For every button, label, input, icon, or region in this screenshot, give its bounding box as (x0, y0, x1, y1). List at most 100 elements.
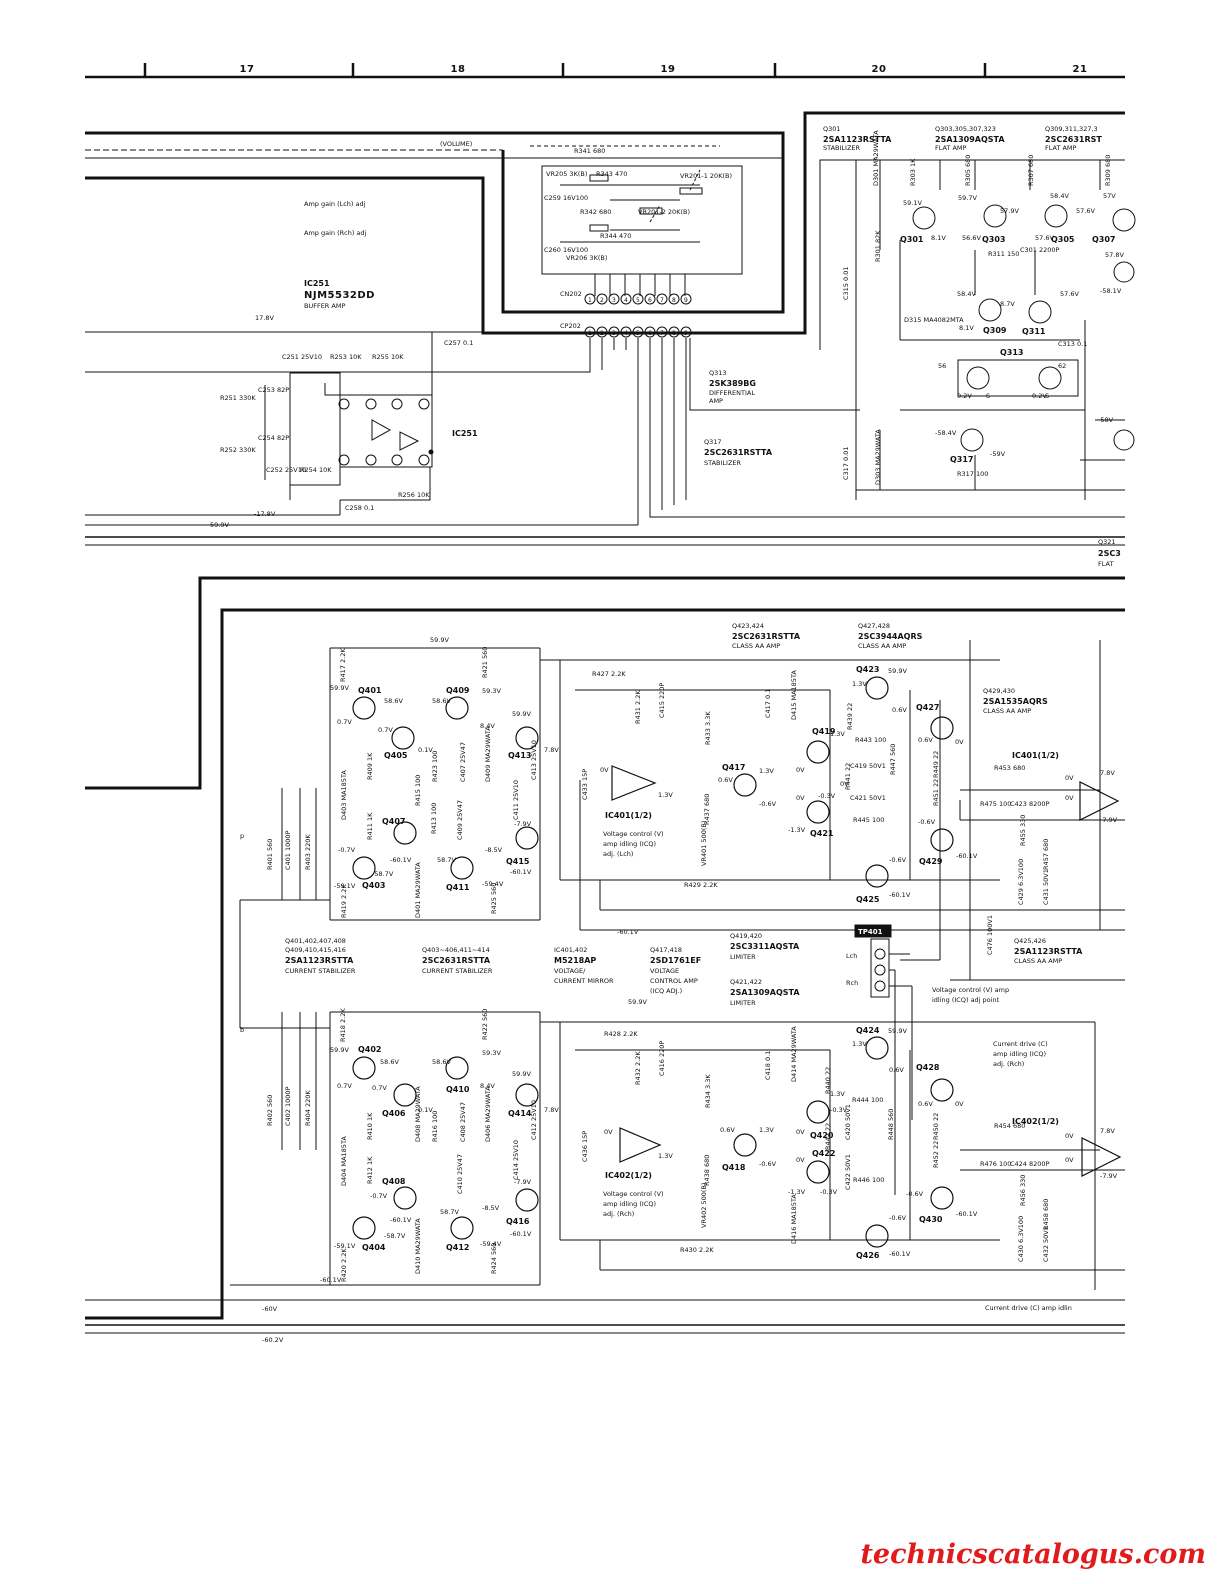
cd-note-2: amp idling (ICQ) (993, 1050, 1046, 1058)
svg-text:C258 0.1: C258 0.1 (345, 504, 374, 512)
svg-text:R438 680: R438 680 (703, 1155, 711, 1186)
svg-text:Q403: Q403 (362, 881, 386, 890)
svg-text:1.3V: 1.3V (759, 767, 774, 775)
svg-text:-60.1V: -60.1V (956, 852, 978, 860)
q423-id: Q423,424 (732, 622, 764, 630)
svg-text:6: 6 (648, 330, 652, 337)
svg-text:2SA1309AQSTA: 2SA1309AQSTA (730, 988, 800, 997)
tp401-block (854, 924, 912, 998)
svg-text:C430 6.3V100: C430 6.3V100 (1017, 1216, 1025, 1262)
svg-text:D315 MA4082MTA: D315 MA4082MTA (904, 316, 964, 324)
svg-text:R451 22: R451 22 (932, 779, 940, 806)
svg-text:LIMITER: LIMITER (730, 953, 756, 961)
svg-text:C260 16V100: C260 16V100 (544, 246, 588, 254)
q317-role: STABILIZER (704, 459, 742, 467)
svg-text:R475 100: R475 100 (980, 800, 1011, 808)
svg-text:C429 6.3V100: C429 6.3V100 (1017, 859, 1025, 905)
svg-text:57.6V: 57.6V (1035, 234, 1054, 242)
svg-text:Q421: Q421 (810, 829, 834, 838)
flat-amp-region (879, 160, 1136, 500)
svg-text:Q406: Q406 (382, 1109, 406, 1118)
svg-text:5: 5 (636, 330, 640, 337)
svg-text:0.6V: 0.6V (918, 736, 933, 744)
svg-text:Q418: Q418 (722, 1163, 746, 1172)
svg-text:R427 2.2K: R427 2.2K (592, 670, 626, 678)
q313-role2: AMP (709, 397, 723, 405)
svg-text:0.1V: 0.1V (418, 1106, 433, 1114)
amp-gain-r-label: Amp gain (Rch) adj (304, 229, 367, 237)
svg-text:-7.9V: -7.9V (514, 820, 532, 828)
svg-text:R401 560: R401 560 (266, 839, 274, 870)
svg-text:R428 2.2K: R428 2.2K (604, 1030, 638, 1038)
svg-text:D414 MA29WATA: D414 MA29WATA (790, 1026, 798, 1082)
svg-text:C408 25V47: C408 25V47 (459, 1102, 467, 1142)
svg-text:R305 680: R305 680 (964, 155, 972, 186)
svg-text:C415 220P: C415 220P (658, 683, 666, 718)
svg-text:R253 10K: R253 10K (330, 353, 362, 361)
svg-text:0V: 0V (1065, 1132, 1074, 1140)
svg-text:0V: 0V (1065, 1156, 1074, 1164)
vc-l2: amp idling (ICQ) (603, 840, 656, 848)
svg-text:0V: 0V (600, 766, 609, 774)
q321-part: 2SC3 (1098, 549, 1121, 558)
svg-text:4: 4 (624, 297, 628, 304)
q317-part: 2SC2631RSTTA (704, 448, 773, 457)
grid-col-20: 20 (872, 64, 887, 75)
svg-text:-60.1V: -60.1V (390, 856, 412, 864)
svg-text:58.7V: 58.7V (440, 1208, 459, 1216)
svg-text:S: S (1045, 392, 1049, 400)
svg-text:0V: 0V (796, 1156, 805, 1164)
svg-text:Q401,402,407,408: Q401,402,407,408 (285, 937, 346, 945)
svg-text:59.7V: 59.7V (958, 194, 977, 202)
svg-text:C301 2200P: C301 2200P (1020, 246, 1060, 254)
q301-part: 2SA1123RSTTA (823, 135, 892, 144)
svg-text:R409 1K: R409 1K (366, 752, 374, 780)
svg-text:59.9V: 59.9V (888, 667, 907, 675)
label-b: b (240, 1026, 244, 1034)
svg-text:58.4V: 58.4V (1050, 192, 1069, 200)
top-part-labels: D301 MA29WATA R303 1K R305 680 R307 680 … (842, 130, 1112, 485)
svg-text:1: 1 (588, 297, 592, 304)
svg-text:0.7V: 0.7V (337, 1082, 352, 1090)
svg-text:R452 22: R452 22 (932, 1141, 940, 1168)
svg-text:R412 1K: R412 1K (366, 1156, 374, 1184)
svg-text:7.8V: 7.8V (544, 746, 559, 754)
top-board-outlines (85, 111, 1125, 546)
svg-text:59.9V: 59.9V (330, 684, 349, 692)
svg-text:Q422: Q422 (812, 1149, 836, 1158)
svg-text:D415 MA185TA: D415 MA185TA (790, 670, 798, 720)
svg-text:Q409: Q409 (446, 686, 470, 695)
ic401-1-label: IC401(1/2) (605, 811, 652, 820)
svg-text:59.1V: 59.1V (903, 199, 922, 207)
tp401-label: TP401 (858, 928, 883, 936)
svg-text:R430 2.2K: R430 2.2K (680, 1246, 714, 1254)
cd-note-1: Current drive (C) (993, 1040, 1048, 1048)
q303-part: 2SA1309AQSTA (935, 135, 1005, 144)
grid-col-19: 19 (661, 64, 676, 75)
svg-text:-60.1V: -60.1V (390, 1216, 412, 1224)
connector-cn202 (584, 293, 692, 305)
rail-60: -60V (262, 1305, 278, 1313)
svg-text:R416 100: R416 100 (431, 1111, 439, 1142)
rch-voltage-labels: 59.9V 58.6V 58.6V 59.3V 0.7V 0.7V 0.1V 8… (330, 1027, 1118, 1258)
svg-text:R457 680: R457 680 (1042, 839, 1050, 870)
svg-text:57.8V: 57.8V (1105, 251, 1124, 259)
svg-text:0.7V: 0.7V (372, 1084, 387, 1092)
svg-text:D409 MA29WATA: D409 MA29WATA (484, 726, 492, 782)
svg-text:D416 MA185TA: D416 MA185TA (790, 1194, 798, 1244)
svg-text:59.3V: 59.3V (482, 1049, 501, 1057)
svg-text:R444 100: R444 100 (852, 1096, 883, 1104)
svg-text:R440 22: R440 22 (824, 1067, 832, 1094)
svg-text:7: 7 (660, 297, 664, 304)
q427-id: Q427,428 (858, 622, 890, 630)
svg-text:R431 2.2K: R431 2.2K (634, 690, 642, 724)
svg-text:R411 1K: R411 1K (366, 812, 374, 840)
svg-text:D401 MA29WATA: D401 MA29WATA (414, 862, 422, 918)
q425-part: 2SA1123RSTTA (1014, 947, 1083, 956)
svg-text:R453 680: R453 680 (994, 764, 1025, 772)
svg-text:R309 680: R309 680 (1104, 155, 1112, 186)
svg-text:VR201-2 20K(B): VR201-2 20K(B) (638, 208, 690, 216)
q321-role: FLAT (1098, 560, 1113, 568)
q313-part: 2SK389BG (709, 379, 756, 388)
